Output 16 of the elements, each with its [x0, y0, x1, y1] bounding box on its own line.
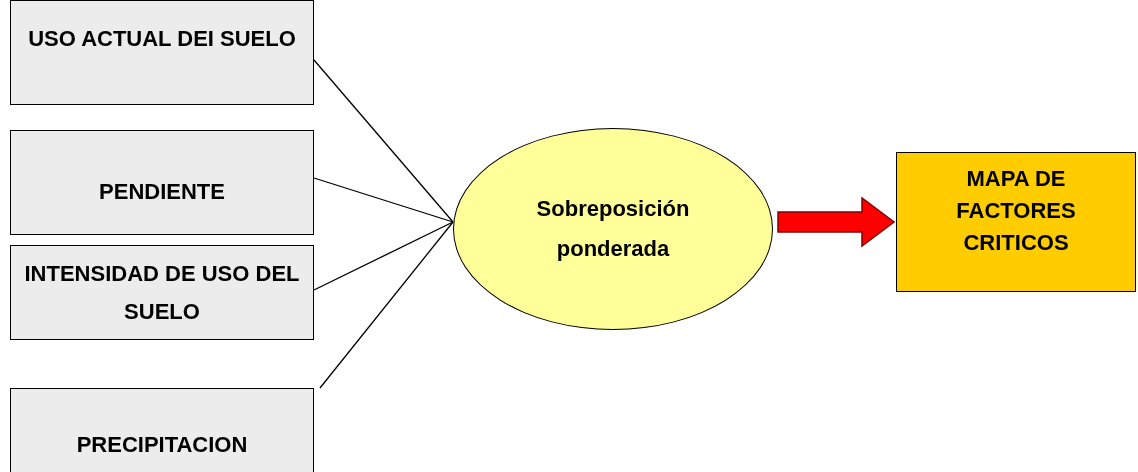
node-label: USO ACTUAL DEI SUELO	[28, 25, 296, 53]
connector-line	[313, 177, 454, 223]
node-label: INTENSIDAD DE USO DEL SUELO	[23, 259, 301, 326]
process-box	[896, 152, 1136, 292]
node-label: PRECIPITACION	[76, 431, 248, 459]
process-box	[10, 130, 314, 235]
node-label: PENDIENTE	[99, 178, 225, 206]
node-label: Sobreposición ponderada	[535, 195, 691, 263]
connector-line	[313, 221, 454, 291]
connector-line	[319, 221, 454, 389]
process-box	[10, 388, 314, 472]
block-arrow	[777, 196, 896, 248]
connector-line	[313, 59, 454, 223]
node-label: MAPA DE FACTORES CRITICOS	[955, 165, 1077, 257]
process-box	[10, 0, 314, 105]
process-box	[10, 245, 314, 340]
